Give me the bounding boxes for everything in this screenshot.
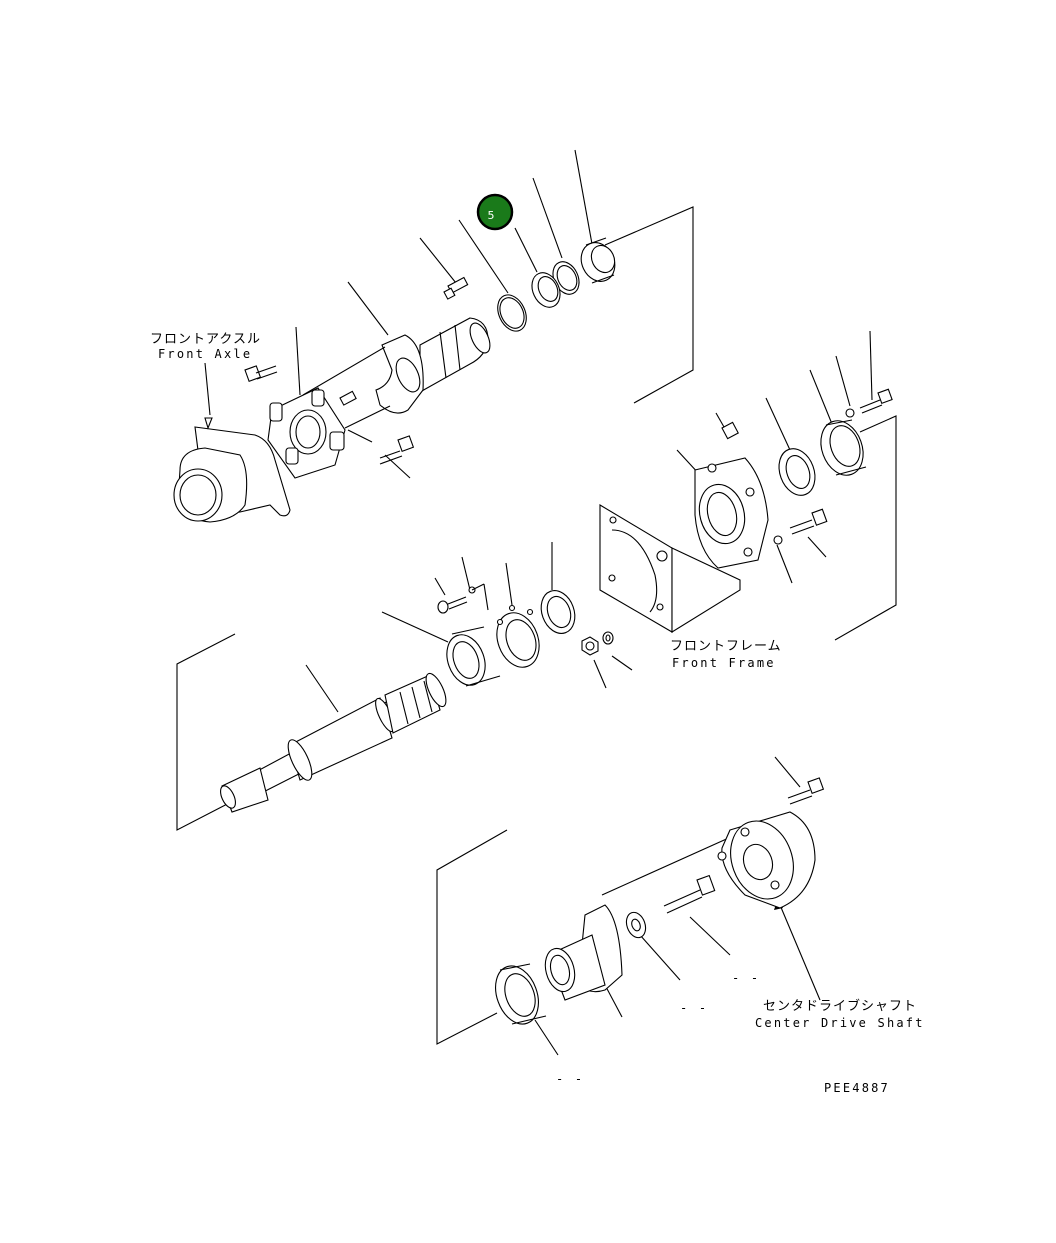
bearing-housing	[694, 457, 769, 569]
center-drive-label-jp: センタドライブシャフト	[763, 998, 917, 1014]
bolt-right-top	[859, 388, 893, 414]
retainer-plate	[496, 604, 540, 668]
dash-mark-3: - -	[556, 1072, 584, 1086]
bolt-middle-left	[437, 583, 489, 614]
bolt-middle-right	[773, 508, 828, 545]
dash-mark-2: - -	[680, 1001, 708, 1015]
front-axle-housing	[173, 417, 291, 523]
seal-ring-large	[580, 237, 616, 284]
oil-seal-middle	[540, 590, 576, 634]
bushing-washer	[625, 911, 647, 939]
middle-leader-lines	[305, 330, 873, 713]
grease-fitting-middle	[715, 412, 739, 440]
yoke-connector-lines	[302, 346, 391, 429]
bearing-middle	[446, 626, 501, 687]
lower-group-outline	[436, 829, 508, 1045]
oil-seal-lower	[495, 963, 547, 1025]
grease-fitting-upper	[443, 276, 469, 300]
front-axle-label-jp: フロントアクスル	[150, 332, 261, 347]
slip-yoke	[375, 317, 491, 414]
center-drive-label-en: Center Drive Shaft	[755, 1016, 925, 1030]
snap-ring	[497, 294, 527, 332]
front-frame-label-en: Front Frame	[672, 656, 776, 670]
companion-flange-yoke	[544, 904, 623, 1001]
seal-ring-medium	[552, 261, 580, 295]
middle-group-outline	[176, 415, 897, 831]
bolt-upper-left	[244, 365, 278, 382]
upper-leader-lines	[204, 149, 593, 479]
front-frame-label-jp: フロントフレーム	[670, 639, 782, 654]
part-callout-number: 5	[488, 209, 495, 222]
washer-right-top	[845, 408, 855, 418]
front-frame-bracket	[599, 504, 741, 633]
long-bolt	[663, 874, 716, 914]
washer	[602, 631, 614, 645]
center-drive-flange	[717, 811, 816, 909]
cross-joint-spider	[267, 387, 346, 479]
dash-mark-1: - -	[732, 971, 760, 985]
lower-leader-lines	[534, 756, 821, 1056]
bearing-cover-right	[820, 419, 867, 476]
seal-ring-5	[531, 272, 561, 308]
front-axle-label-en: Front Axle	[158, 347, 252, 361]
drawing-code: PEE4887	[824, 1081, 890, 1095]
oil-seal-right	[778, 448, 816, 496]
grease-fitting-small	[339, 390, 357, 406]
main-drive-shaft	[220, 672, 447, 813]
part-callout-5[interactable]: 5	[476, 193, 514, 231]
bolt-lower-top	[787, 777, 825, 805]
bolt-upper-lower	[379, 435, 415, 465]
upper-group-outline	[604, 206, 694, 404]
nut	[581, 636, 599, 656]
